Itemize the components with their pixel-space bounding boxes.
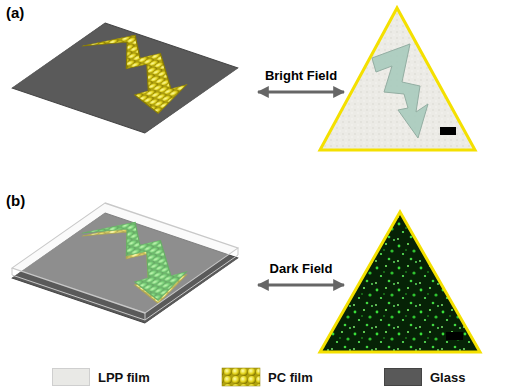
double-arrow xyxy=(258,284,344,287)
legend-swatch xyxy=(52,368,90,386)
bright-field-photo xyxy=(320,8,475,150)
pc-film-sample xyxy=(222,368,260,386)
legend-item: LPP film xyxy=(52,368,150,386)
lpp-film-layer xyxy=(12,203,238,313)
legend-text: PC film xyxy=(268,370,313,385)
legend-swatch xyxy=(384,368,422,386)
scale-bar xyxy=(446,332,463,340)
legend-text: LPP film xyxy=(98,370,150,385)
legend-item: Glass xyxy=(384,368,465,386)
panel-label: (a) xyxy=(6,4,24,21)
legend-item: PC film xyxy=(222,368,313,386)
scale-bar xyxy=(440,127,456,135)
pattern-arrow xyxy=(372,44,428,138)
double-arrow xyxy=(258,91,344,94)
pc-film-bolt xyxy=(42,27,226,114)
panel-label: (b) xyxy=(6,192,25,209)
mode-label: Bright Field xyxy=(265,68,337,83)
glass-slab xyxy=(12,23,238,133)
legend-text: Glass xyxy=(430,370,465,385)
mode-label: Dark Field xyxy=(270,261,333,276)
legend-swatch xyxy=(222,368,260,386)
lpp-edge xyxy=(12,248,238,320)
